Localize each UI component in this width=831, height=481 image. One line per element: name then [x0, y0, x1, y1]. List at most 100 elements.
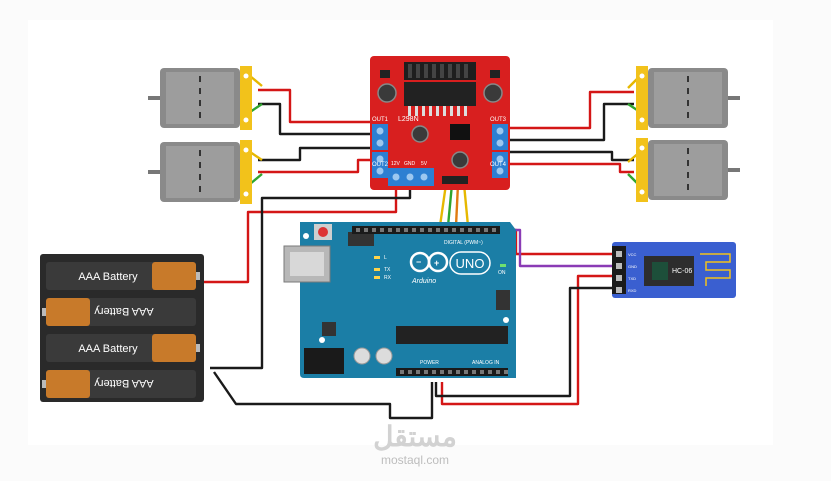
header-pin: [356, 228, 360, 232]
cell-cap: [46, 370, 90, 398]
motor-terminal: [243, 191, 249, 197]
led-on-label: ON: [498, 270, 506, 276]
header-pin: [412, 228, 416, 232]
motors: [148, 66, 740, 204]
wire-motor4-black: [508, 150, 634, 162]
motor-shaft: [148, 96, 160, 100]
out3-label: OUT3: [490, 117, 507, 123]
capacitor-center: [411, 125, 429, 143]
usb-chip: [348, 232, 374, 246]
motor-shaft: [728, 168, 740, 172]
usb-port-inner: [290, 252, 324, 276]
bluetooth-header: [612, 246, 626, 294]
watermark: مستقل mostaql.com: [373, 421, 457, 467]
battery-holder: [40, 254, 204, 402]
logic-header: [442, 176, 468, 184]
wire-motor3-red: [508, 90, 634, 130]
bluetooth-pin: [616, 275, 622, 281]
bluetooth-pin-label: RXD: [628, 288, 637, 293]
pin-gnd-label: GND: [404, 161, 416, 167]
jumper-right: [490, 70, 500, 78]
watermark-site: mostaql.com: [381, 453, 449, 467]
header-pin: [408, 370, 412, 374]
bluetooth-pin-label: GND: [628, 264, 637, 269]
header-pin: [396, 228, 400, 232]
header-pin: [440, 370, 444, 374]
battery-cell-label: AAA Battery: [94, 377, 154, 389]
header-pin: [416, 370, 420, 374]
wire-battery-negative: [213, 371, 434, 420]
motor-terminal: [639, 73, 645, 79]
l298n-driver-board: L298N OUT1 OUT2 OUT3 OUT4 12V GND 5V: [370, 56, 510, 190]
out4-terminal: [492, 152, 508, 178]
header-pin: [444, 228, 448, 232]
motor-terminal: [639, 117, 645, 123]
arduino-brand-label: Arduino: [411, 278, 436, 285]
header-pin: [456, 370, 460, 374]
bluetooth-antenna: [700, 253, 731, 286]
arduino-logo: − +: [409, 251, 449, 273]
motor-terminal: [639, 145, 645, 151]
header-pin: [472, 370, 476, 374]
wire-motor1-red: [258, 88, 372, 124]
header-pin: [404, 228, 408, 232]
wire-in4: [462, 183, 470, 227]
out1-label: OUT1: [372, 117, 389, 123]
header-pin: [452, 228, 456, 232]
dc-motor: [636, 138, 740, 202]
motor-end-cap: [636, 138, 648, 202]
motor-terminal: [639, 189, 645, 195]
header-pin: [496, 370, 500, 374]
header-pin: [504, 370, 508, 374]
header-pin: [400, 370, 404, 374]
header-pin: [468, 228, 472, 232]
mount-hole: [303, 233, 309, 239]
small-ic: [322, 322, 336, 336]
arduino-uno-board: DIGITAL (PWM~) POWER ANALOG IN − + UNO A…: [283, 222, 516, 378]
pin-5v-label: 5V: [421, 161, 428, 167]
out2-label: OUT2: [372, 162, 389, 168]
battery-cell: AAA Battery: [46, 334, 200, 362]
led-on: [500, 264, 506, 267]
atmega-chip: [396, 326, 508, 344]
header-pin: [476, 228, 480, 232]
wire-motor2-black: [258, 146, 372, 162]
cell-cap: [152, 262, 196, 290]
mount-hole: [503, 317, 509, 323]
led-rx: [374, 276, 380, 279]
svg-text:−: −: [416, 257, 421, 267]
pin-12v-label: 12V: [391, 161, 401, 167]
power-header-label: POWER: [420, 360, 439, 366]
bluetooth-pin: [616, 263, 622, 269]
reset-button-cap[interactable]: [318, 227, 328, 237]
heatsink-fins: [408, 64, 468, 78]
svg-text:+: +: [434, 258, 439, 268]
motor-terminal: [243, 73, 249, 79]
motor-end-cap: [636, 66, 648, 130]
led-l: [374, 256, 380, 259]
bluetooth-pin: [616, 251, 622, 257]
bluetooth-subchip: [652, 262, 668, 280]
capacitor-lower: [451, 151, 469, 169]
header-pin: [448, 370, 452, 374]
led-l-label: L: [384, 255, 387, 261]
l298n-chip: [404, 82, 476, 106]
wire-motor3-black: [508, 102, 634, 142]
battery-cell-label: AAA Battery: [94, 305, 154, 317]
wire-driver-gnd: [210, 186, 412, 370]
cell-terminal: [42, 308, 46, 316]
out3-terminal: [492, 124, 508, 150]
header-pin: [364, 228, 368, 232]
dc-motor: [636, 66, 740, 130]
analog-header-label: ANALOG IN: [472, 360, 500, 366]
digital-header: [352, 226, 500, 234]
motor-shaft: [728, 96, 740, 100]
bluetooth-pin-label: TXD: [628, 276, 636, 281]
watermark-arabic: مستقل: [373, 421, 457, 452]
wire-bt-gnd: [434, 286, 612, 398]
led-tx: [374, 268, 380, 271]
arduino-capacitor-1: [353, 347, 371, 365]
